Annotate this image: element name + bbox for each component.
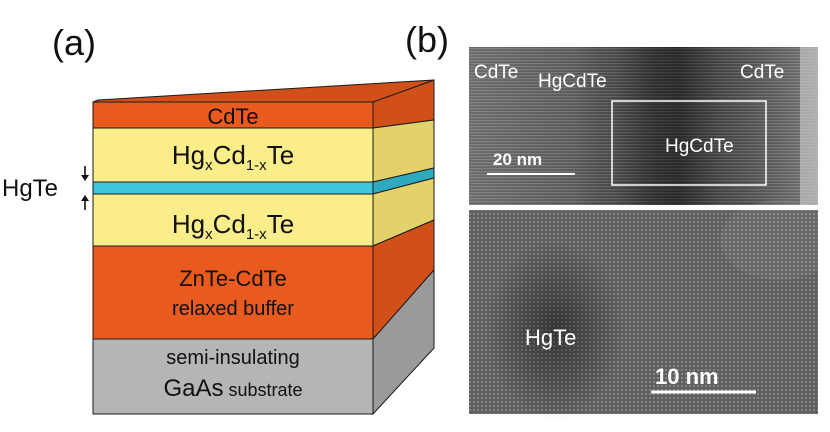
layer-buffer xyxy=(92,245,374,340)
tem-image-bottom xyxy=(469,200,830,420)
label-cdte-top: CdTe xyxy=(207,104,258,129)
label-buffer-line1: ZnTe-CdTe xyxy=(179,266,287,291)
layer-stack-front xyxy=(92,101,374,415)
layer-hgte-well xyxy=(92,181,374,195)
layer-hgcdte-upper xyxy=(92,127,374,183)
scale-bar-label-top: 20 nm xyxy=(493,150,542,169)
tem-top-label-cdte-right: CdTe xyxy=(740,62,784,83)
tem-top-label-cdte-left: CdTe xyxy=(474,62,518,83)
well-arrows-icon xyxy=(81,166,89,210)
panel-a-label: (a) xyxy=(52,22,96,63)
label-hgcdte-lower: HgxCd1-xTe xyxy=(172,209,294,243)
scale-bar-label-bottom: 10 nm xyxy=(655,364,719,389)
label-buffer-line2: relaxed buffer xyxy=(172,298,294,320)
layer-hgcdte-lower xyxy=(92,193,374,247)
tem-top-label-hgcdte-box: HgCdTe xyxy=(665,136,734,157)
tem-image-top xyxy=(469,47,818,205)
label-hgcdte-upper: HgxCd1-xTe xyxy=(172,140,294,174)
layer-substrate xyxy=(92,338,374,415)
layer-cdte-top xyxy=(92,101,374,129)
top-face xyxy=(92,79,435,103)
layer-stack-side xyxy=(372,79,435,416)
panel-b-label: (b) xyxy=(405,19,449,60)
label-substrate-line1: semi-insulating xyxy=(166,347,299,369)
zoom-region-box xyxy=(611,100,767,186)
label-hgte-well: HgTe xyxy=(2,175,58,202)
label-substrate-line2: GaAs substrate xyxy=(163,375,302,402)
tem-bottom-label-hgte: HgTe xyxy=(525,325,576,350)
tem-top-label-hgcdte-left: HgCdTe xyxy=(538,71,607,92)
